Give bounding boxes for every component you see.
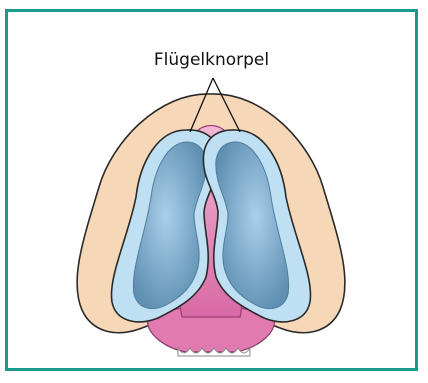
figure-frame: Flügelknorpel <box>5 9 418 371</box>
teeth <box>178 348 250 356</box>
nose-illustration <box>8 12 415 368</box>
